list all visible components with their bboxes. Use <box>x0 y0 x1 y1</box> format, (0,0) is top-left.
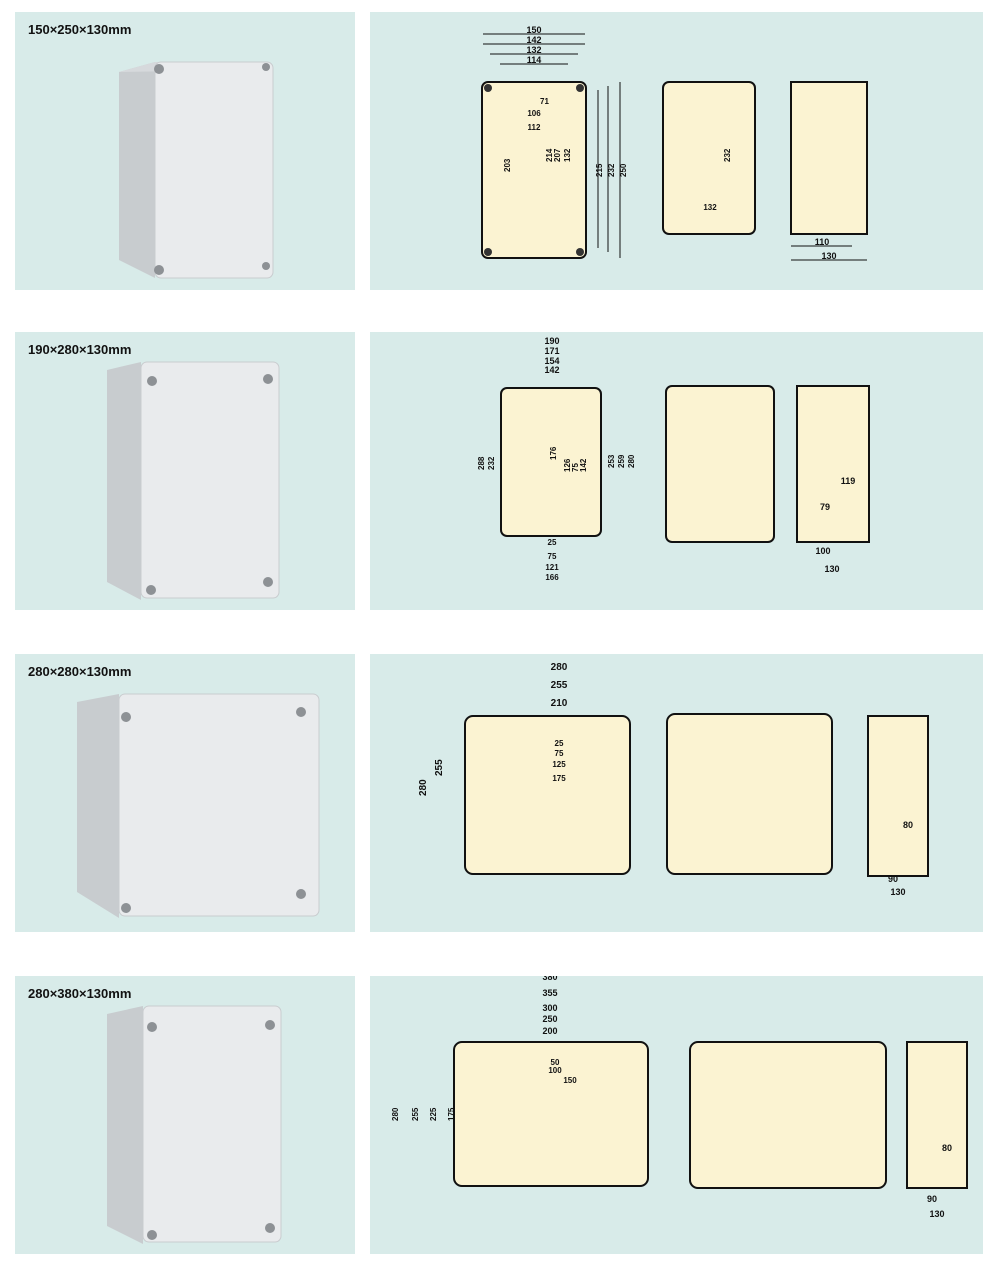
dim-250: 250 <box>542 1014 557 1024</box>
dim-200: 200 <box>542 1026 557 1036</box>
dim-v280: 280 <box>418 779 429 796</box>
product-photo-area: 280×380×130mm <box>15 976 355 1254</box>
technical-drawing-area: 190 171 154 142 288 232 176 126 75 142 2… <box>370 332 983 610</box>
dim-side-130: 130 <box>824 564 839 574</box>
dim-side-100: 100 <box>815 546 830 556</box>
enclosure-photo <box>107 1005 282 1244</box>
dim-121: 121 <box>545 563 559 572</box>
dim-126: 126 <box>563 458 572 472</box>
dim-190: 190 <box>544 336 559 346</box>
dim-250: 250 <box>619 163 628 177</box>
dim-253: 253 <box>607 454 616 468</box>
dim-171: 171 <box>544 346 559 356</box>
dim-side-80: 80 <box>903 820 913 830</box>
dim-75h: 75 <box>548 552 557 561</box>
dim-300: 300 <box>542 1003 557 1013</box>
dim-75: 75 <box>555 749 564 758</box>
dim-106: 106 <box>527 109 541 118</box>
dim-232: 232 <box>607 163 616 177</box>
product-panel-4: 280×380×130mm 380 355 300 250 200 280 25… <box>15 976 983 1254</box>
dim-215: 215 <box>595 163 604 177</box>
product-panel-1: 150×250×130mm 150 142 132 114 71 106 112… <box>15 12 983 290</box>
dimension-drawing: 150 142 132 114 71 106 112 203 214 207 1… <box>481 25 868 261</box>
technical-drawing-area: 280 255 210 25 75 125 175 280 255 80 90 … <box>370 654 983 932</box>
dim-back-232: 232 <box>723 148 732 162</box>
dim-150: 150 <box>563 1076 577 1085</box>
product-photo-area: 190×280×130mm <box>15 332 355 610</box>
dim-203: 203 <box>503 158 512 172</box>
dim-175: 175 <box>552 774 566 783</box>
dim-132: 132 <box>563 148 572 162</box>
dimension-drawing: 380 355 300 250 200 280 255 225 175 100 … <box>391 976 968 1219</box>
dim-v255: 255 <box>411 1107 420 1121</box>
dim-side-119: 119 <box>841 476 856 486</box>
dim-100: 100 <box>548 1066 562 1075</box>
size-label: 150×250×130mm <box>28 22 132 37</box>
dim-355: 355 <box>542 988 557 998</box>
product-photo-area: 280×280×130mm <box>15 654 355 932</box>
dim-380: 380 <box>542 976 557 982</box>
dim-25: 25 <box>548 538 557 547</box>
dim-v280: 280 <box>391 1107 400 1121</box>
dim-side-90: 90 <box>927 1194 937 1204</box>
technical-drawing-area: 150 142 132 114 71 106 112 203 214 207 1… <box>370 12 983 290</box>
dim-50: 50 <box>551 1058 560 1067</box>
size-label: 190×280×130mm <box>28 342 132 357</box>
dim-255: 255 <box>551 680 568 691</box>
dim-214: 214 <box>545 148 554 162</box>
enclosure-photo <box>77 693 320 918</box>
dim-112: 112 <box>528 123 541 132</box>
dim-75: 75 <box>571 463 580 472</box>
dim-259: 259 <box>617 454 626 468</box>
dim-width-132: 132 <box>526 45 541 55</box>
dim-v175: 175 <box>447 1107 456 1121</box>
dim-v225: 225 <box>429 1107 438 1121</box>
dim-166: 166 <box>545 573 559 582</box>
dim-207: 207 <box>553 148 562 162</box>
dim-154: 154 <box>544 356 559 366</box>
size-label: 280×280×130mm <box>28 664 132 679</box>
dim-width-114: 114 <box>527 55 542 65</box>
dimension-drawing: 280 255 210 25 75 125 175 280 255 80 90 … <box>418 662 929 897</box>
dim-288: 288 <box>477 456 486 470</box>
dim-side-130: 130 <box>821 251 836 261</box>
dim-232: 232 <box>487 456 496 470</box>
dim-142v: 142 <box>579 458 588 472</box>
product-panel-3: 280×280×130mm 280 255 210 25 75 125 175 … <box>15 654 983 932</box>
dim-176: 176 <box>549 446 558 460</box>
dim-width-142: 142 <box>526 35 541 45</box>
dim-side-90: 90 <box>888 874 898 884</box>
enclosure-photo <box>107 361 280 600</box>
dim-71: 71 <box>540 97 549 106</box>
size-label: 280×380×130mm <box>28 986 132 1001</box>
dim-210: 210 <box>551 698 568 709</box>
dim-125: 125 <box>552 760 566 769</box>
dimension-drawing: 190 171 154 142 288 232 176 126 75 142 2… <box>477 336 870 582</box>
dim-side-79: 79 <box>820 502 830 512</box>
product-photo-area: 150×250×130mm <box>15 12 355 290</box>
dim-back-132: 132 <box>703 203 717 212</box>
dim-side-110: 110 <box>815 237 830 247</box>
dim-side-130: 130 <box>929 1209 944 1219</box>
dim-280: 280 <box>551 662 568 673</box>
dim-side-80: 80 <box>942 1143 952 1153</box>
dim-142: 142 <box>544 365 559 375</box>
dim-width-150: 150 <box>526 25 541 35</box>
dim-25: 25 <box>555 739 564 748</box>
technical-drawing-area: 380 355 300 250 200 280 255 225 175 100 … <box>370 976 983 1254</box>
dim-side-130: 130 <box>890 887 905 897</box>
dim-v255: 255 <box>434 759 445 776</box>
product-panel-2: 190×280×130mm 190 171 154 142 288 232 17… <box>15 332 983 610</box>
dim-280: 280 <box>627 454 636 468</box>
enclosure-photo <box>119 61 274 279</box>
